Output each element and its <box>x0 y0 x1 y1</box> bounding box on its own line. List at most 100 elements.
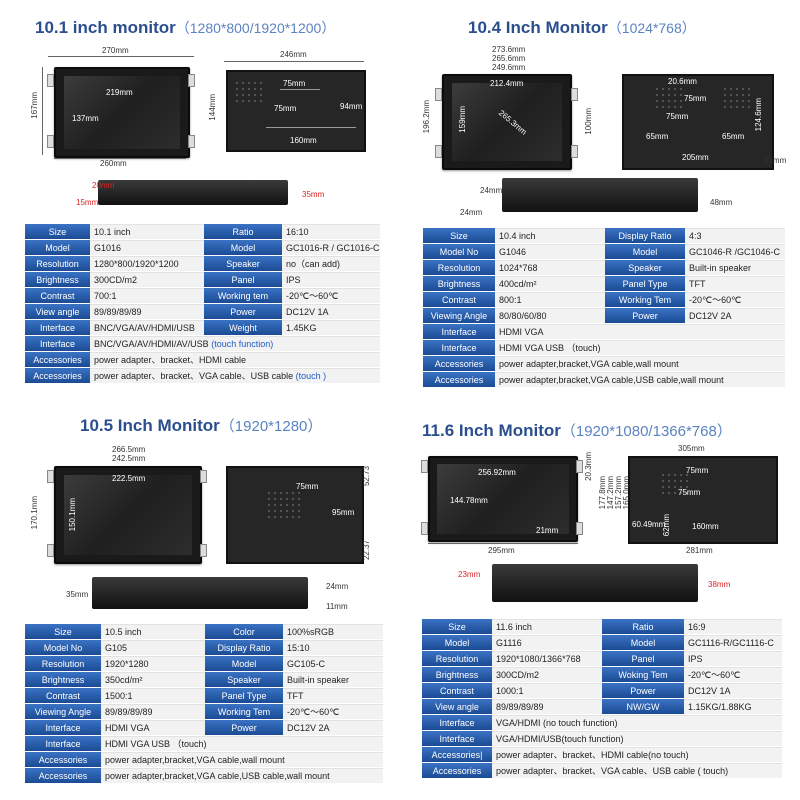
back-view-image: 75mm 75mm 94mm 160mm <box>226 70 366 152</box>
side-view-image <box>502 178 698 212</box>
spec-label: Viewing Angle <box>25 704 101 719</box>
dim-back-width: 246mm <box>280 50 307 59</box>
side-view-image <box>492 564 698 602</box>
spec-value: IPS <box>282 272 380 287</box>
spec-value: 800:1 <box>495 292 605 307</box>
spec-value: 700:1 <box>90 288 204 303</box>
spec-value: 1024*768 <box>495 260 605 275</box>
dim-screen-h: 150.1mm <box>68 498 77 532</box>
spec-value: 100%sRGB <box>283 624 383 639</box>
spec-label: Speaker <box>205 672 283 687</box>
spec-value: GC1046-R /GC1046-C <box>685 244 785 259</box>
spec-label: Brightness <box>422 667 492 682</box>
spec-label: Interface <box>25 720 101 735</box>
dim-back-right: 51mm <box>764 156 787 165</box>
spec-value: Built-in speaker <box>685 260 785 275</box>
spec-value: DC12V 2A <box>283 720 383 735</box>
dim-screen-w: 256.92mm <box>478 468 516 477</box>
spec-label: Model <box>605 244 685 259</box>
spec-value: GC1016-R / GC1016-C <box>282 240 380 255</box>
spec-value-text: VGA/HDMI/USB(touch function) <box>496 734 624 744</box>
spec-value: HDMI VGA <box>495 324 785 339</box>
dim-back-bottom: 160mm <box>692 522 719 531</box>
dim-width-bottom: 295mm <box>488 546 515 555</box>
dim-vesa-w: 75mm <box>684 94 707 103</box>
spec-value: GC1116-R/GC1116-C <box>684 635 782 650</box>
spec-label: Size <box>423 228 495 243</box>
dim-vesa-h: 95mm <box>332 508 355 517</box>
spec-label: Resolution <box>25 656 101 671</box>
side-view-image <box>98 180 288 205</box>
spec-label: Accessories <box>25 352 90 367</box>
dim-side-b: 15mm <box>76 198 99 207</box>
spec-label: Panel Type <box>205 688 283 703</box>
title-text: 10.5 Inch Monitor <box>80 416 220 435</box>
spec-label: View angle <box>25 304 90 319</box>
dim-width-top: 270mm <box>102 46 129 55</box>
spec-value-text: HDMI VGA USB （touch) <box>499 343 601 353</box>
spec-label: Working tem <box>204 288 282 303</box>
spec-label: Accessories| <box>422 747 492 762</box>
spec-label: Power <box>204 304 282 319</box>
spec-value: DC12V 1A <box>282 304 380 319</box>
product-title: 10.4 Inch Monitor（1024*768） <box>468 18 696 38</box>
spec-label: Brightness <box>25 272 90 287</box>
spec-value: no（can add) <box>282 256 380 271</box>
spec-label: Resolution <box>422 651 492 666</box>
spec-label: Working Tem <box>605 292 685 307</box>
spec-value: HDMI VGA USB （touch) <box>101 736 383 751</box>
spec-value: power adapter、bracket、VGA cable、USB cabl… <box>90 368 380 383</box>
product-title: 10.5 Inch Monitor（1920*1280） <box>80 415 322 436</box>
dim-back-h: 124.6mm <box>754 98 763 132</box>
spec-value: power adapter、bracket、HDMI cable(no touc… <box>492 747 782 762</box>
dim-line <box>224 61 364 62</box>
dim-screen-h: 159mm <box>458 106 467 133</box>
spec-label: Resolution <box>25 256 90 271</box>
spec-value: 10.5 inch <box>101 624 205 639</box>
front-view-image: 256.92mm 144.78mm 21mm <box>428 456 578 542</box>
dim-vesa-w: 75mm <box>296 482 319 491</box>
spec-value: power adapter、bracket、HDMI cable <box>90 352 380 367</box>
spec-value: IPS <box>684 651 782 666</box>
spec-label: Accessories <box>25 752 101 767</box>
dim-back-height: 144mm <box>208 94 217 121</box>
spec-value: TFT <box>283 688 383 703</box>
monitor-10-1-panel: 10.1 inch monitor（1280*800/1920*1200） 27… <box>0 0 400 400</box>
spec-label: Power <box>602 683 684 698</box>
spec-value: 10.4 inch <box>495 228 605 243</box>
monitor-10-4-panel: 10.4 Inch Monitor（1024*768） 273.6mm 265.… <box>400 0 800 400</box>
spec-label: Model <box>602 635 684 650</box>
spec-label: Size <box>25 624 101 639</box>
spec-label: Model <box>205 656 283 671</box>
dim-w1: 273.6mm <box>492 45 526 54</box>
spec-value-note: (touch function) <box>211 339 274 349</box>
spec-value: power adapter,bracket,VGA cable,wall mou… <box>101 752 383 767</box>
title-resolution: （1024*768） <box>607 20 696 36</box>
spec-value: HDMI VGA USB （touch) <box>495 340 785 355</box>
spec-label: Accessories <box>25 368 90 383</box>
dim-w2: 242.5mm <box>112 454 146 463</box>
spec-value: 1920*1080/1366*768 <box>492 651 602 666</box>
spec-label: Woking Tem <box>602 667 684 682</box>
spec-label: Interface <box>25 736 101 751</box>
dim-vesa-w: 75mm <box>686 466 709 475</box>
dim-bottom-small: 21mm <box>536 526 559 535</box>
spec-value-note: (touch ) <box>295 371 327 381</box>
dim-side-a: 23mm <box>458 570 481 579</box>
spec-value: 89/89/89/89 <box>101 704 205 719</box>
title-resolution: （1920*1280） <box>219 418 323 435</box>
dim-back-h1: 60.49mm <box>632 520 666 529</box>
spec-value-text: power adapter、bracket、VGA cable、USB cabl… <box>496 766 729 776</box>
